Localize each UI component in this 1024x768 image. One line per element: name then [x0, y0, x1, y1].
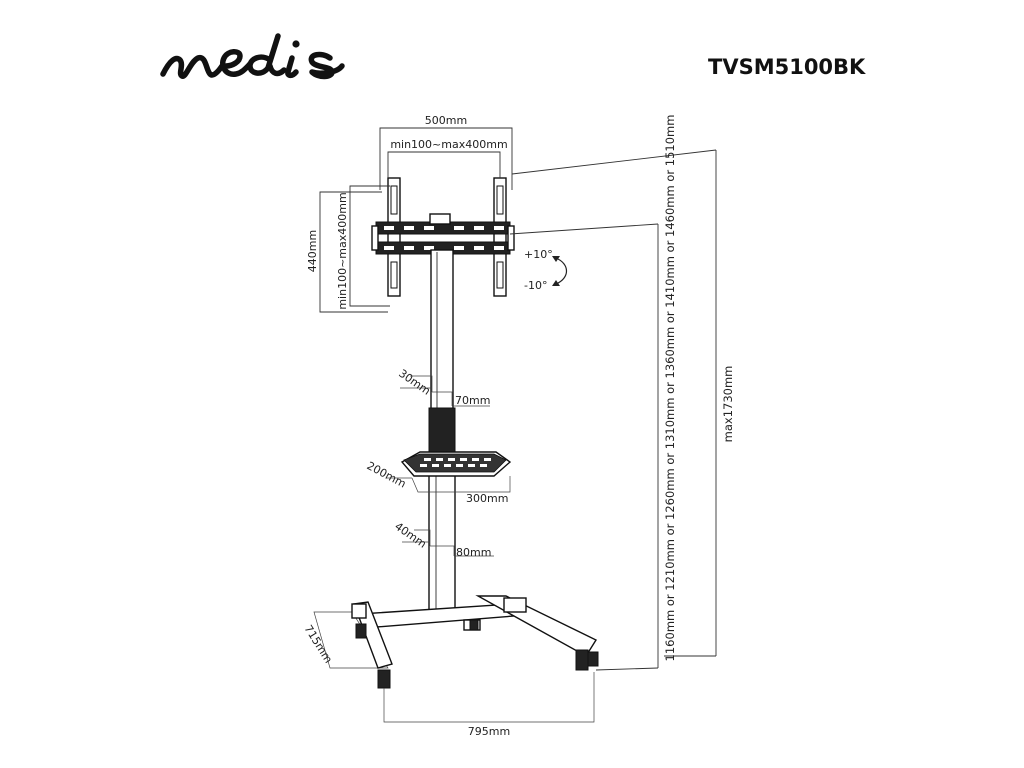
vesa-vertical-label: min100~max400mm — [336, 192, 349, 309]
column-dimension-lines — [400, 375, 490, 407]
column-width-label: 70mm — [455, 394, 490, 407]
base-dimension-lines — [383, 672, 595, 723]
model-number: TVSM5100BK — [708, 55, 866, 79]
height-options-label: 1160mm or 1210mm or 1260mm or 1310mm or … — [663, 115, 677, 662]
column-depth-label: 30mm — [396, 367, 432, 398]
nedis-logo — [160, 33, 345, 80]
max-height-label: max1730mm — [721, 366, 735, 443]
bracket-dimension-lines — [319, 127, 513, 313]
vesa-horizontal-label: min100~max400mm — [390, 138, 507, 151]
lower-column-dimension-lines — [402, 529, 494, 557]
bracket-width-label: 500mm — [425, 114, 467, 127]
base-depth-label: 715mm — [301, 623, 335, 666]
base-width-label: 795mm — [468, 725, 510, 738]
stand-column — [428, 249, 456, 615]
av-shelf — [400, 451, 512, 477]
lower-column-depth-label: 40mm — [392, 520, 428, 551]
shelf-width-label: 300mm — [466, 492, 508, 505]
shelf-dimension-lines — [386, 476, 511, 493]
tilt-down-label: -10° — [524, 279, 547, 292]
stand-base — [313, 595, 599, 689]
shelf-depth-label: 200mm — [365, 459, 409, 490]
bracket-height-label: 440mm — [306, 230, 319, 272]
tv-bracket — [371, 177, 515, 297]
tilt-up-label: +10° — [524, 248, 553, 261]
lower-column-width-label: 80mm — [456, 546, 491, 559]
height-dimension-lines — [509, 149, 717, 671]
tilt-arrow-icon — [552, 256, 568, 286]
